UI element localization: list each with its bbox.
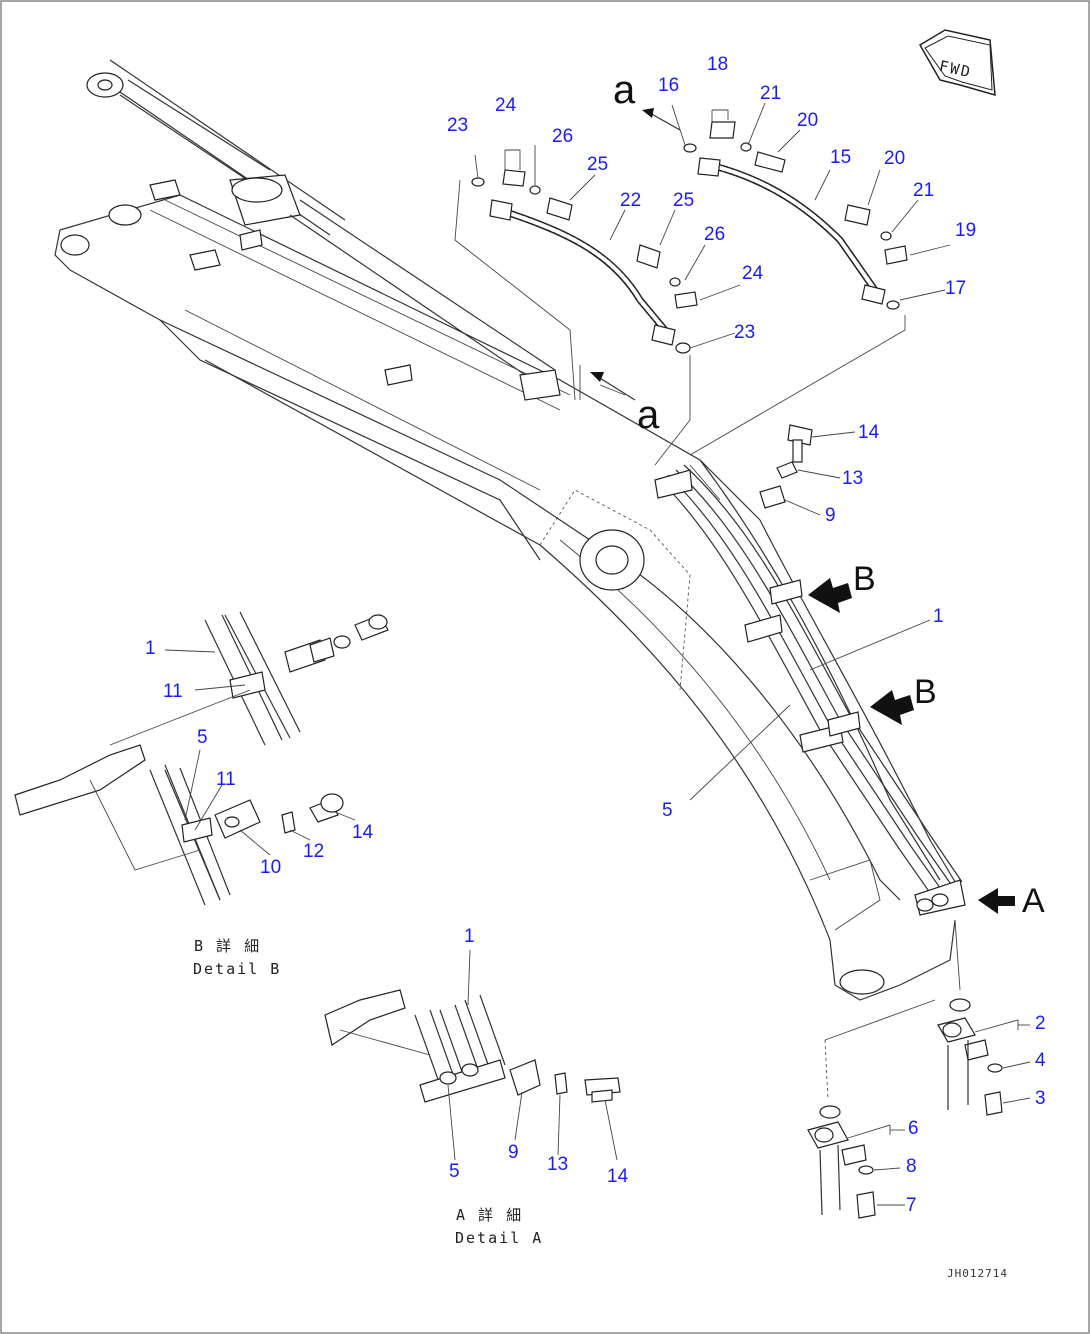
callout-24: 24 bbox=[742, 263, 764, 284]
callout-18: 18 bbox=[707, 54, 728, 75]
callout-25: 25 bbox=[587, 154, 608, 175]
callout-1: 1 bbox=[145, 638, 156, 659]
clamp-bolt-group bbox=[759, 424, 813, 509]
fwd-arrow-icon: FWD bbox=[918, 29, 996, 97]
view-letter-a-top: a bbox=[613, 68, 636, 112]
callout-11: 11 bbox=[163, 681, 183, 702]
drawing-code: JH012714 bbox=[947, 1267, 1008, 1280]
hose-22 bbox=[471, 169, 698, 354]
callout-8: 8 bbox=[906, 1156, 917, 1177]
callout-1: 1 bbox=[464, 926, 475, 947]
detail-b-caption-jp: B 詳 細 bbox=[194, 937, 261, 955]
callout-6: 6 bbox=[908, 1118, 919, 1139]
callout-14: 14 bbox=[858, 422, 880, 443]
boom-hoses bbox=[654, 464, 966, 916]
callout-21: 21 bbox=[760, 83, 781, 104]
hose-15 bbox=[683, 121, 908, 310]
callout-3: 3 bbox=[1035, 1088, 1046, 1109]
view-letter-b-upper: B bbox=[853, 560, 876, 598]
callout-11: 11 bbox=[216, 769, 236, 790]
callout-20: 20 bbox=[884, 148, 905, 169]
callout-24: 24 bbox=[495, 95, 517, 116]
view-letter-a-end: A bbox=[1022, 882, 1045, 920]
callout-5: 5 bbox=[662, 800, 673, 821]
boom-structure bbox=[54, 59, 961, 1001]
callout-14: 14 bbox=[352, 822, 374, 843]
callout-21: 21 bbox=[913, 180, 934, 201]
callout-9: 9 bbox=[508, 1142, 519, 1163]
callout-20: 20 bbox=[797, 110, 818, 131]
callout-7: 7 bbox=[906, 1195, 917, 1216]
callout-13: 13 bbox=[842, 468, 863, 489]
callout-22: 22 bbox=[620, 190, 641, 211]
detail-b-drawing bbox=[14, 611, 389, 906]
callout-12: 12 bbox=[303, 841, 324, 862]
callout-17: 17 bbox=[945, 278, 966, 299]
callout-5: 5 bbox=[449, 1161, 460, 1182]
callout-1: 1 bbox=[933, 606, 944, 627]
leader-lines-top bbox=[454, 108, 906, 501]
view-letter-b-lower: B bbox=[914, 673, 937, 711]
callout-9: 9 bbox=[825, 505, 836, 526]
detail-a-caption-en: Detail A bbox=[455, 1229, 543, 1247]
callout-4: 4 bbox=[1035, 1050, 1046, 1071]
callout-numbers: 23 24 26 25 22 16 18 21 20 15 20 21 19 1… bbox=[145, 54, 1046, 1216]
callout-13: 13 bbox=[547, 1154, 568, 1175]
callout-14: 14 bbox=[607, 1166, 629, 1187]
view-arrows bbox=[808, 578, 1015, 914]
callout-19: 19 bbox=[955, 220, 976, 241]
callout-5: 5 bbox=[197, 727, 208, 748]
detail-a-caption-jp: A 詳 細 bbox=[456, 1206, 523, 1224]
callout-26: 26 bbox=[552, 126, 573, 147]
callout-15: 15 bbox=[830, 147, 851, 168]
view-letter-a-mid: a bbox=[637, 393, 660, 437]
detail-b-caption-en: Detail B bbox=[193, 960, 281, 978]
callout-25: 25 bbox=[673, 190, 694, 211]
callout-leaders bbox=[164, 102, 1031, 1206]
callout-23: 23 bbox=[734, 322, 755, 343]
end-fittings bbox=[807, 919, 1019, 1219]
callout-10: 10 bbox=[260, 857, 281, 878]
callout-16: 16 bbox=[658, 75, 679, 96]
callout-23: 23 bbox=[447, 115, 468, 136]
callout-2: 2 bbox=[1035, 1013, 1046, 1034]
callout-26: 26 bbox=[704, 224, 725, 245]
detail-a-drawing bbox=[324, 989, 621, 1103]
